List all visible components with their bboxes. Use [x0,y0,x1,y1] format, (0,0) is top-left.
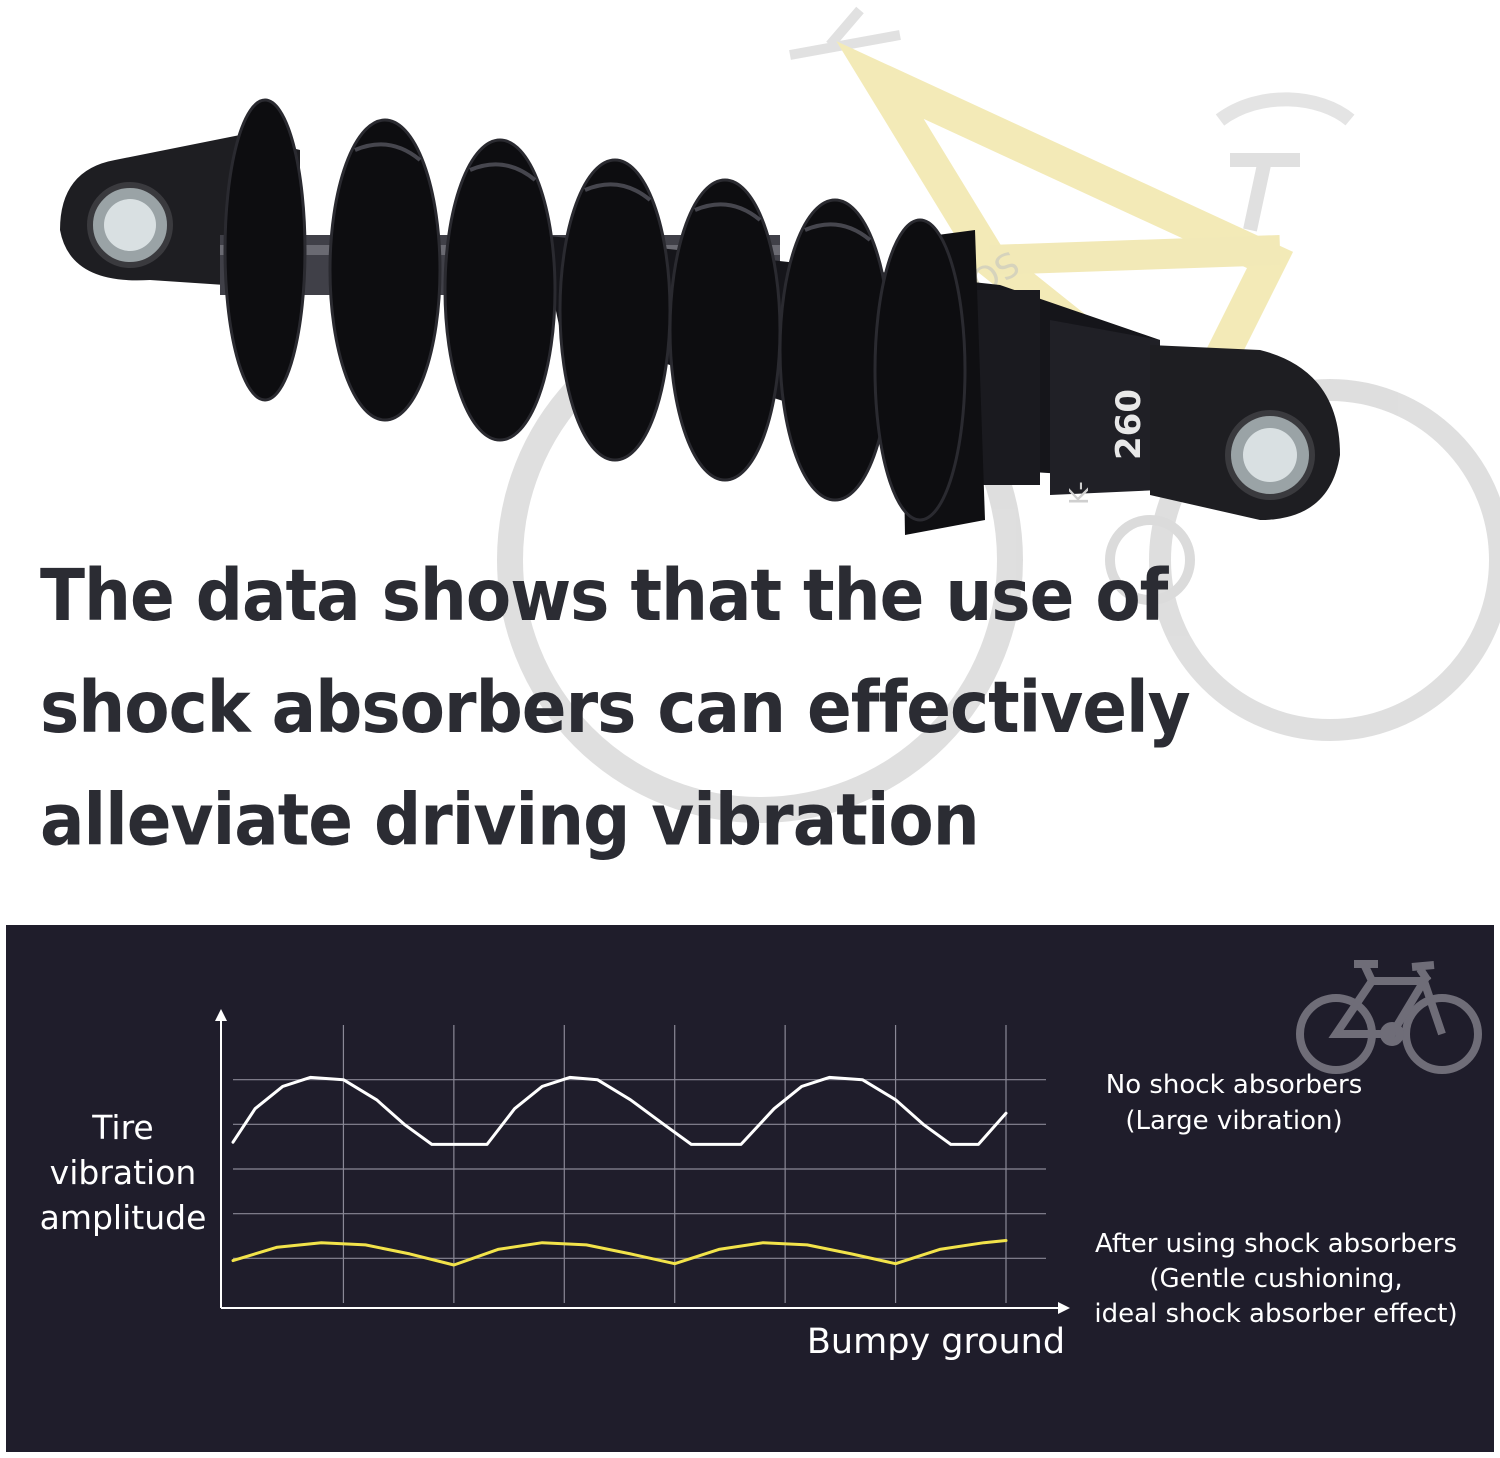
legend-with-absorbers-line-1: After using shock absorbers [1094,1229,1458,1259]
y-axis-arrow [215,1009,227,1021]
shock-label-sleeve [1050,320,1160,495]
x-axis-label: Bumpy ground [806,1322,1066,1362]
bicycle-icon [1296,960,1482,1074]
vibration-chart [215,1009,1070,1314]
legend-with-absorbers-line-2: (Gentle cushioning, [1149,1264,1403,1294]
chart-axes [215,1009,1070,1314]
x-axis-arrow [1058,1302,1070,1314]
rear-shock-absorber: 260 K- [60,98,1340,535]
brand-mark-label: K- [1065,481,1095,505]
y-axis-label: Tire vibration amplitude [28,1105,218,1240]
legend-no-absorbers: No shock absorbers (Large vibration) [1074,1067,1394,1139]
y-axis-label-line-1: Tire [92,1108,154,1147]
model-number-label: 260 [1109,389,1149,460]
chart-grid [233,1025,1046,1303]
legend-with-absorbers: After using shock absorbers (Gentle cush… [1066,1227,1486,1332]
product-hero-image: SOLOMO 260 K- [60,6,1500,823]
vibration-comparison-panel: Tire vibration amplitude Bumpy ground No… [6,925,1494,1452]
bike-rear-wheel [1149,379,1500,741]
legend-no-absorbers-line-2: (Large vibration) [1125,1106,1343,1136]
headline-line-1: The data shows that the use of [40,554,1168,638]
chart-series [231,1075,1008,1267]
y-axis-label-line-3: amplitude [39,1198,207,1237]
series-line-no-absorber [231,1075,1008,1146]
coil-spring [223,98,967,522]
headline-line-3: alleviate driving vibration [40,778,980,862]
headline: The data shows that the use of shock abs… [40,540,1191,877]
legend-no-absorbers-line-1: No shock absorbers [1105,1070,1363,1100]
series-line-with-absorber [231,1239,1008,1267]
headline-line-2: shock absorbers can effectively [40,666,1191,750]
legend-with-absorbers-line-3: ideal shock absorber effect) [1094,1299,1458,1329]
y-axis-label-line-2: vibration [49,1153,197,1192]
